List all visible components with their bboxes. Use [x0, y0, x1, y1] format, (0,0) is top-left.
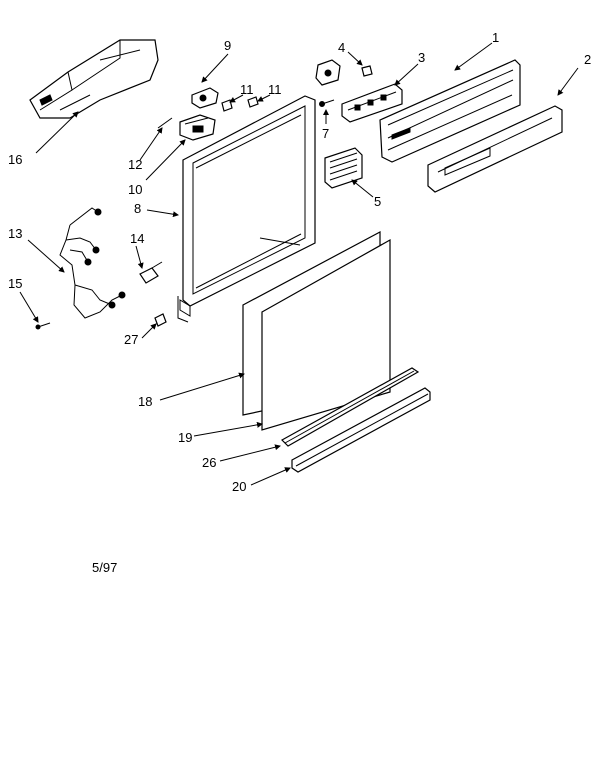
part-19-outer-panel [261, 238, 391, 431]
part-11-clips [221, 96, 259, 112]
callout-20: 20 [232, 479, 246, 494]
callout-9: 9 [224, 38, 231, 53]
callout-14: 14 [130, 231, 144, 246]
part-15-pin [35, 322, 51, 330]
callout-13: 13 [8, 226, 22, 241]
part-20-bottom-trim [291, 387, 431, 473]
callout-19: 19 [178, 430, 192, 445]
leader-lines [19, 42, 579, 486]
callout-15: 15 [8, 276, 22, 291]
part-12-clip [157, 117, 173, 129]
part-8-door-frame [177, 95, 316, 323]
callout-18: 18 [138, 394, 152, 409]
callout-10: 10 [128, 182, 142, 197]
part-2-panel-overlay [427, 105, 563, 193]
callout-7: 7 [322, 126, 329, 141]
part-4-clip [361, 65, 373, 77]
callout-8: 8 [134, 201, 141, 216]
part-10-latch-block [179, 114, 216, 141]
callout-11a: 11 [240, 82, 254, 97]
callout-12: 12 [128, 157, 142, 172]
callout-1: 1 [492, 30, 499, 45]
callout-5: 5 [374, 194, 381, 209]
callout-16: 16 [8, 152, 22, 167]
part-26-trim-strip [281, 367, 420, 447]
callout-4: 4 [338, 40, 345, 55]
callout-labels: 1 2 3 4 5 7 8 9 10 11 11 12 13 14 15 16 … [8, 30, 591, 494]
date-code: 5/97 [92, 560, 118, 575]
part-14-plug [139, 261, 163, 284]
part-13-wire-harness [59, 207, 126, 319]
callout-2: 2 [584, 52, 591, 67]
part-9-latch-bracket [191, 87, 219, 109]
callout-27: 27 [124, 332, 138, 347]
part-16-vent-assembly [29, 39, 159, 119]
part-5-switch-block [324, 147, 363, 189]
part-7-screw [319, 99, 335, 107]
callout-26: 26 [202, 455, 216, 470]
callout-3: 3 [418, 50, 425, 65]
part-27-clip [154, 313, 167, 327]
part-1-control-panel [379, 59, 521, 163]
part-3-switch-bracket [315, 59, 341, 86]
callout-11b: 11 [268, 82, 282, 97]
